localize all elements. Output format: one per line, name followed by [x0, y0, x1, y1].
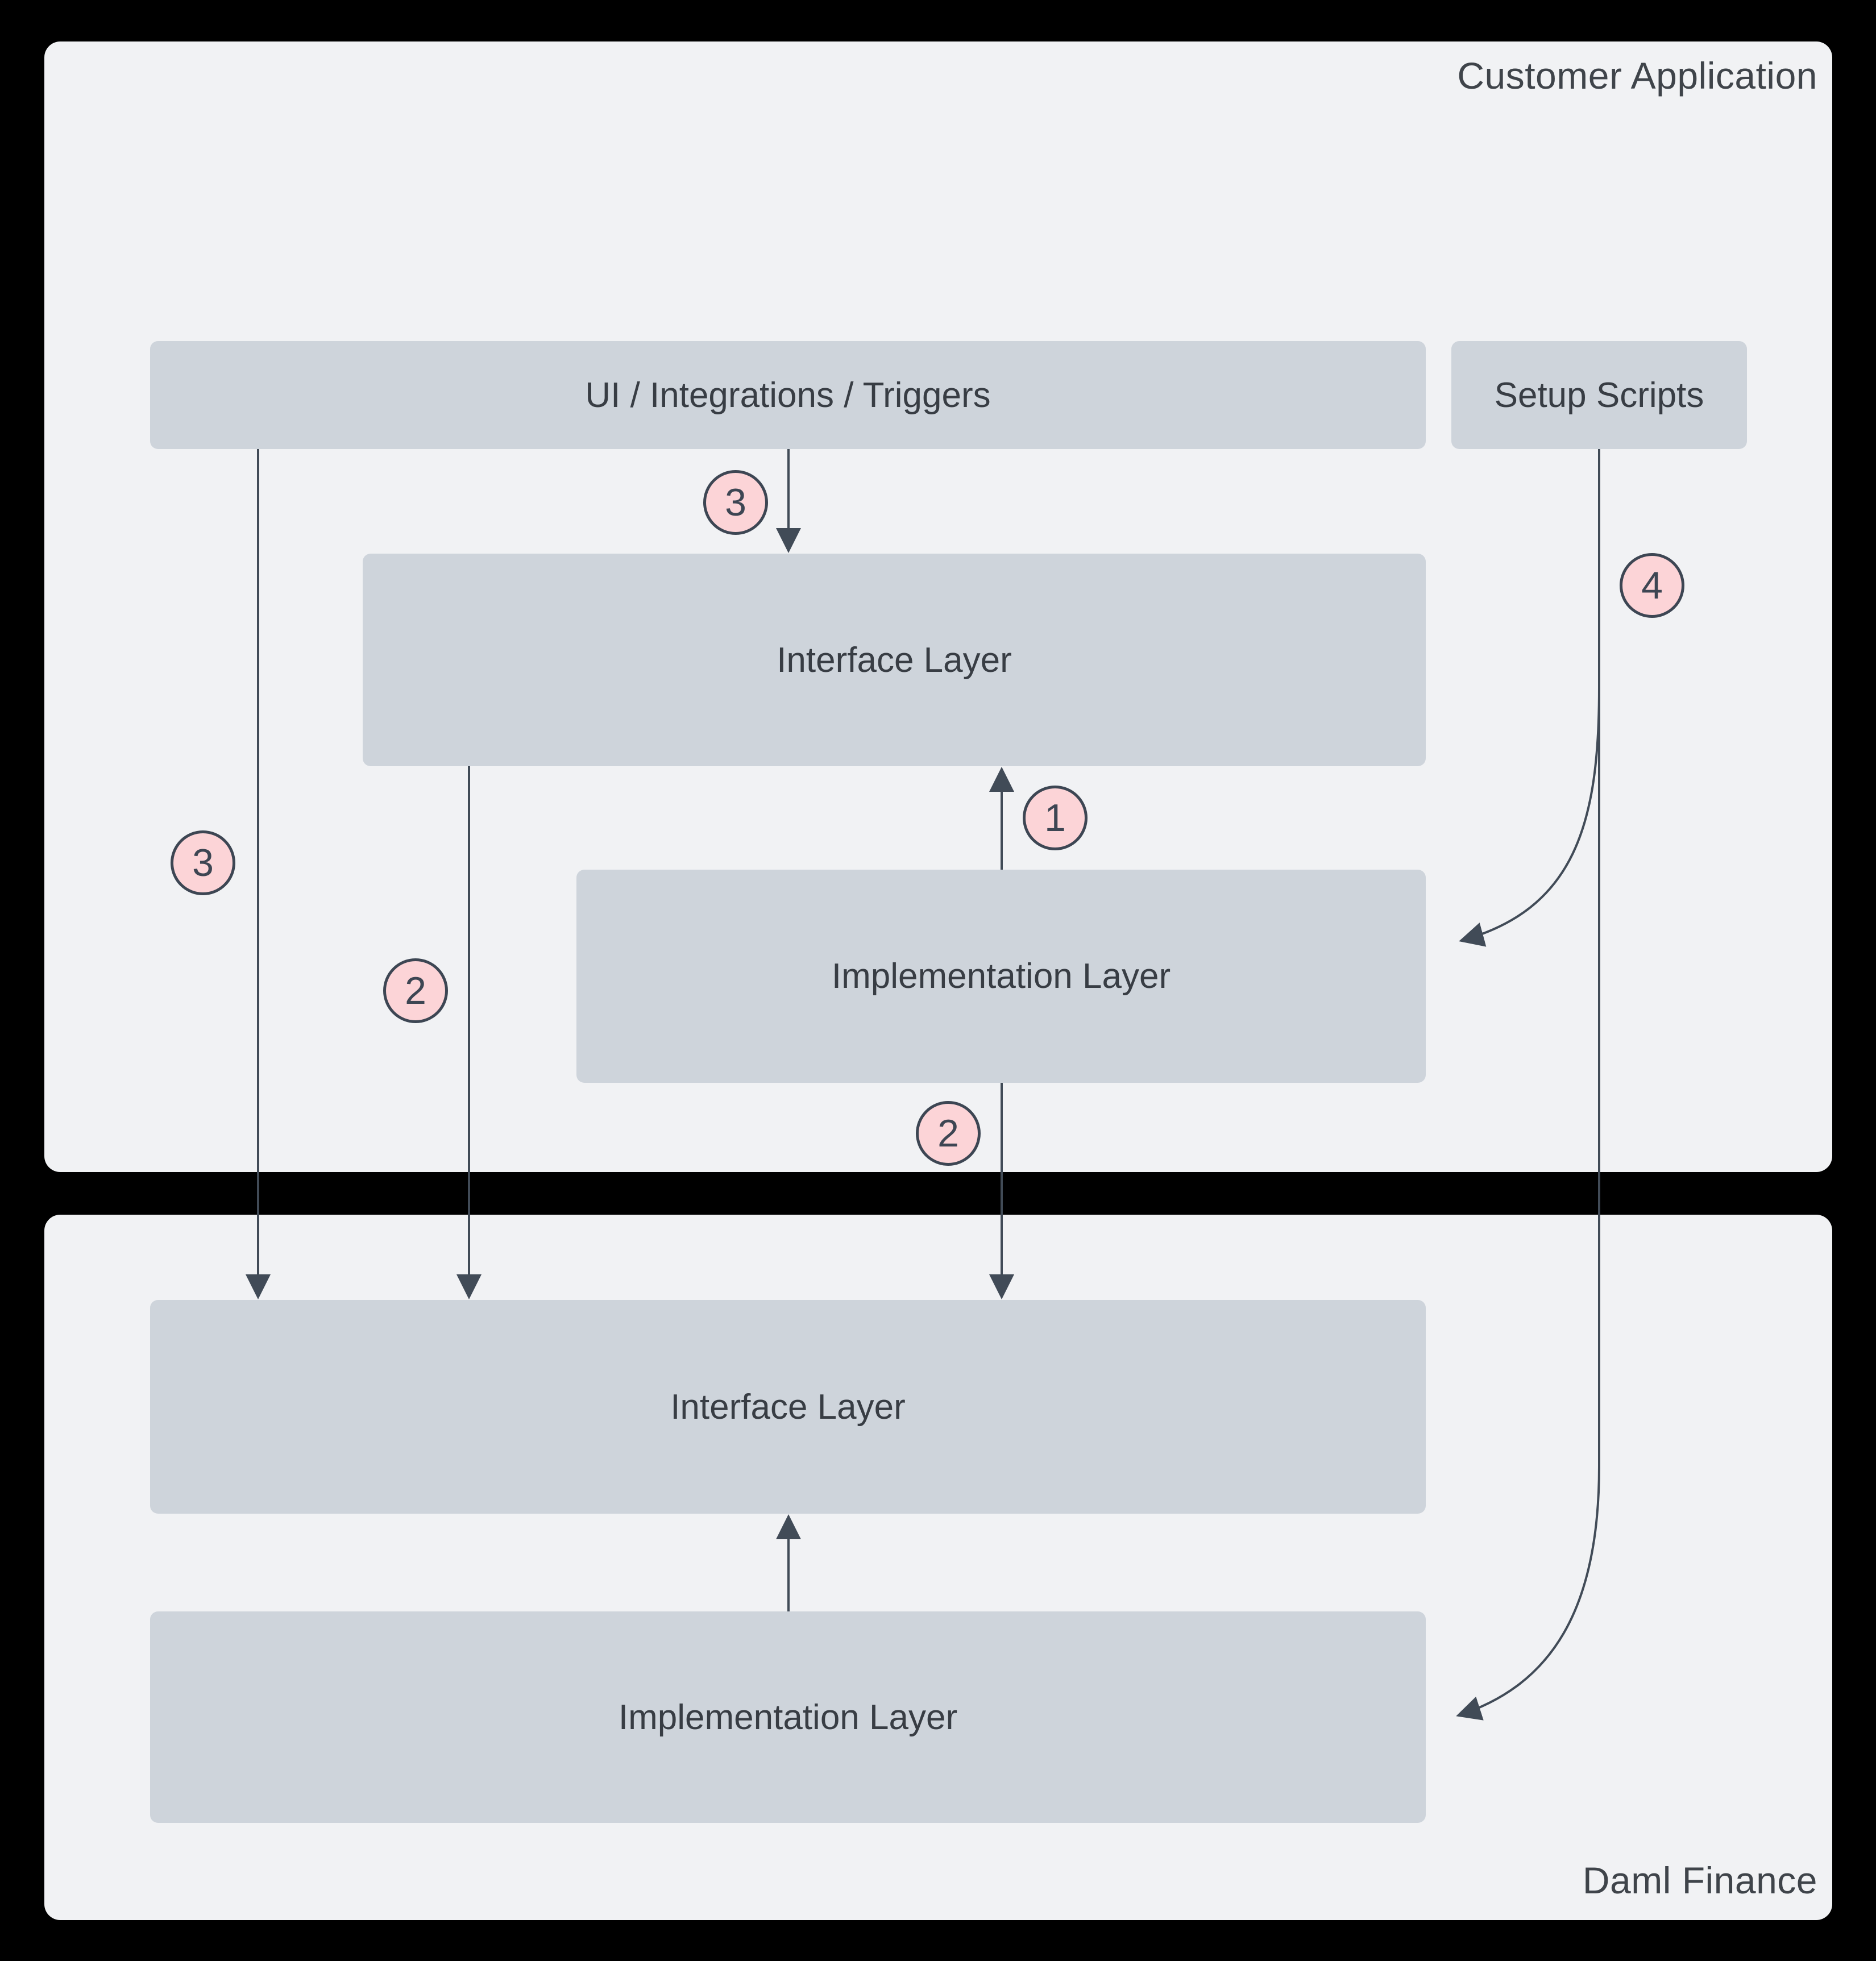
badge-step-1-implementation-to-interface-value: 1: [1044, 796, 1066, 840]
box-app-implementation-layer-label: Implementation Layer: [831, 957, 1171, 996]
badge-step-4-setup-scripts-value: 4: [1641, 564, 1663, 607]
box-app-implementation-layer: Implementation Layer: [576, 870, 1426, 1083]
badge-step-3-ui-to-daml-interface-value: 3: [192, 841, 214, 884]
box-app-interface-layer: Interface Layer: [363, 554, 1426, 766]
badge-step-2-app-implementation-to-daml-interface: 2: [916, 1101, 981, 1166]
badge-step-2-app-interface-to-daml-interface-value: 2: [405, 969, 426, 1012]
daml-finance-panel-title: Daml Finance: [1582, 1859, 1817, 1901]
badge-step-3-ui-to-app-interface: 3: [703, 470, 768, 535]
badge-step-3-ui-to-daml-interface: 3: [171, 830, 235, 895]
badge-step-3-ui-to-app-interface-value: 3: [725, 481, 746, 524]
customer-application-panel-title: Customer Application: [1457, 55, 1817, 97]
badge-step-1-implementation-to-interface: 1: [1023, 786, 1088, 850]
badge-step-2-app-interface-to-daml-interface: 2: [383, 958, 448, 1023]
badge-step-2-app-implementation-to-daml-interface-value: 2: [937, 1112, 959, 1155]
box-ui-integrations-triggers-label: UI / Integrations / Triggers: [585, 375, 991, 415]
badge-step-4-setup-scripts: 4: [1620, 553, 1684, 618]
box-setup-scripts-label: Setup Scripts: [1494, 375, 1704, 415]
box-app-interface-layer-label: Interface Layer: [777, 640, 1012, 680]
box-daml-interface-layer-label: Interface Layer: [670, 1387, 906, 1427]
box-daml-implementation-layer: Implementation Layer: [150, 1611, 1426, 1823]
box-ui-integrations-triggers: UI / Integrations / Triggers: [150, 341, 1426, 449]
box-setup-scripts: Setup Scripts: [1451, 341, 1747, 449]
box-daml-interface-layer: Interface Layer: [150, 1300, 1426, 1514]
box-daml-implementation-layer-label: Implementation Layer: [618, 1697, 958, 1737]
